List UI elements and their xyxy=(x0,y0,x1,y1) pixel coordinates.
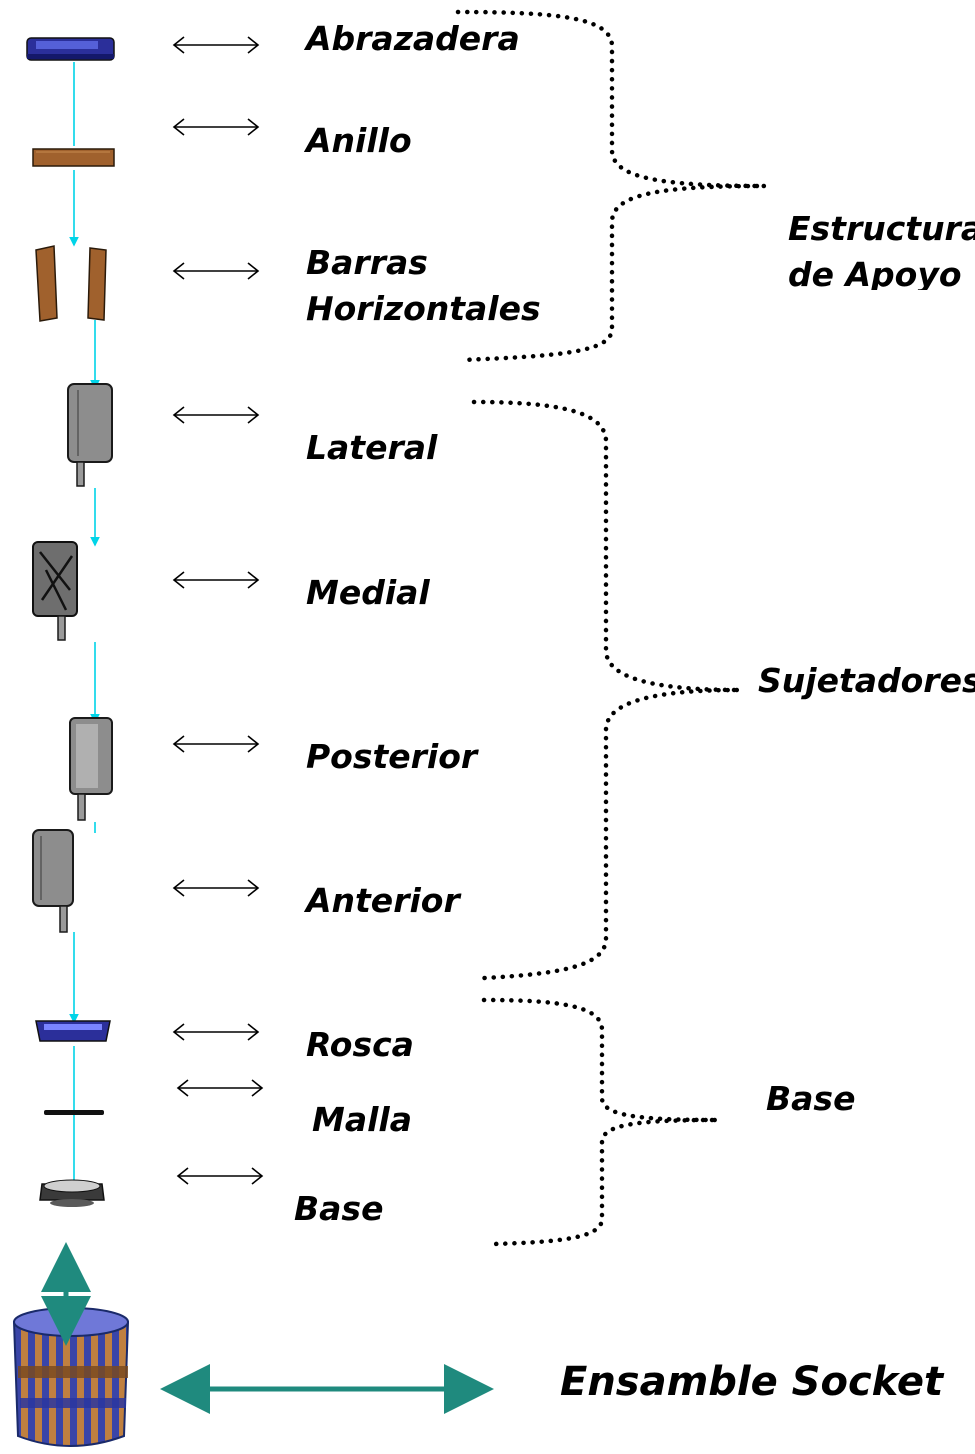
arrow-anterior xyxy=(172,879,260,897)
assembly-label: Ensamble Socket xyxy=(560,1359,944,1405)
group-label-sujetadores: Sujetadores xyxy=(758,661,975,700)
socket-assembly-icon xyxy=(12,1307,130,1447)
part-label-malla: Malla xyxy=(312,1100,412,1139)
arrow-medial xyxy=(172,571,260,589)
group-label-de-apoyo: de Apoyo xyxy=(788,255,962,290)
part-label-medial: Medial xyxy=(306,573,430,612)
part-label-arrows xyxy=(172,36,264,1185)
anterior-part-icon xyxy=(32,829,74,933)
assembly-arrows xyxy=(41,1242,494,1414)
arrow-rosca xyxy=(172,1023,260,1041)
part-label-abrazadera: Abrazadera xyxy=(306,19,520,58)
abrazadera-part-icon xyxy=(26,37,115,61)
arrow-anillo xyxy=(172,118,260,136)
brace-estructura xyxy=(455,9,766,363)
malla-part-icon xyxy=(44,1110,104,1115)
base-part-icon xyxy=(39,1179,105,1207)
part-label-anterior: Anterior xyxy=(306,881,460,920)
lateral-part-icon xyxy=(67,383,113,487)
arrow-lateral xyxy=(172,406,260,424)
arrow-barras xyxy=(172,262,260,280)
barras-part-icon xyxy=(35,245,107,322)
group-braces xyxy=(455,9,766,1247)
arrow-abrazadera xyxy=(172,36,260,54)
arrow-malla xyxy=(176,1079,264,1097)
brace-base xyxy=(481,997,719,1247)
part-label-lateral: Lateral xyxy=(306,428,438,467)
group-label-estructura: Estructura xyxy=(788,209,975,248)
part-label-rosca: Rosca xyxy=(306,1025,414,1064)
rosca-part-icon xyxy=(35,1020,111,1042)
arrow-base xyxy=(176,1167,264,1185)
part-label-barras: Barras xyxy=(306,243,428,282)
posterior-part-icon xyxy=(69,717,113,821)
arrow-posterior xyxy=(172,735,260,753)
part-label-base: Base xyxy=(294,1189,384,1228)
medial-part-icon xyxy=(32,541,78,641)
anillo-part-icon xyxy=(32,148,115,167)
part-label-anillo: Anillo xyxy=(306,121,412,160)
part-label-posterior: Posterior xyxy=(306,737,478,776)
group-label-base: Base xyxy=(766,1079,856,1118)
part-label-horizontales: Horizontales xyxy=(306,289,541,328)
assembly-leader-lines xyxy=(69,62,100,1180)
brace-sujetadores xyxy=(471,399,741,981)
